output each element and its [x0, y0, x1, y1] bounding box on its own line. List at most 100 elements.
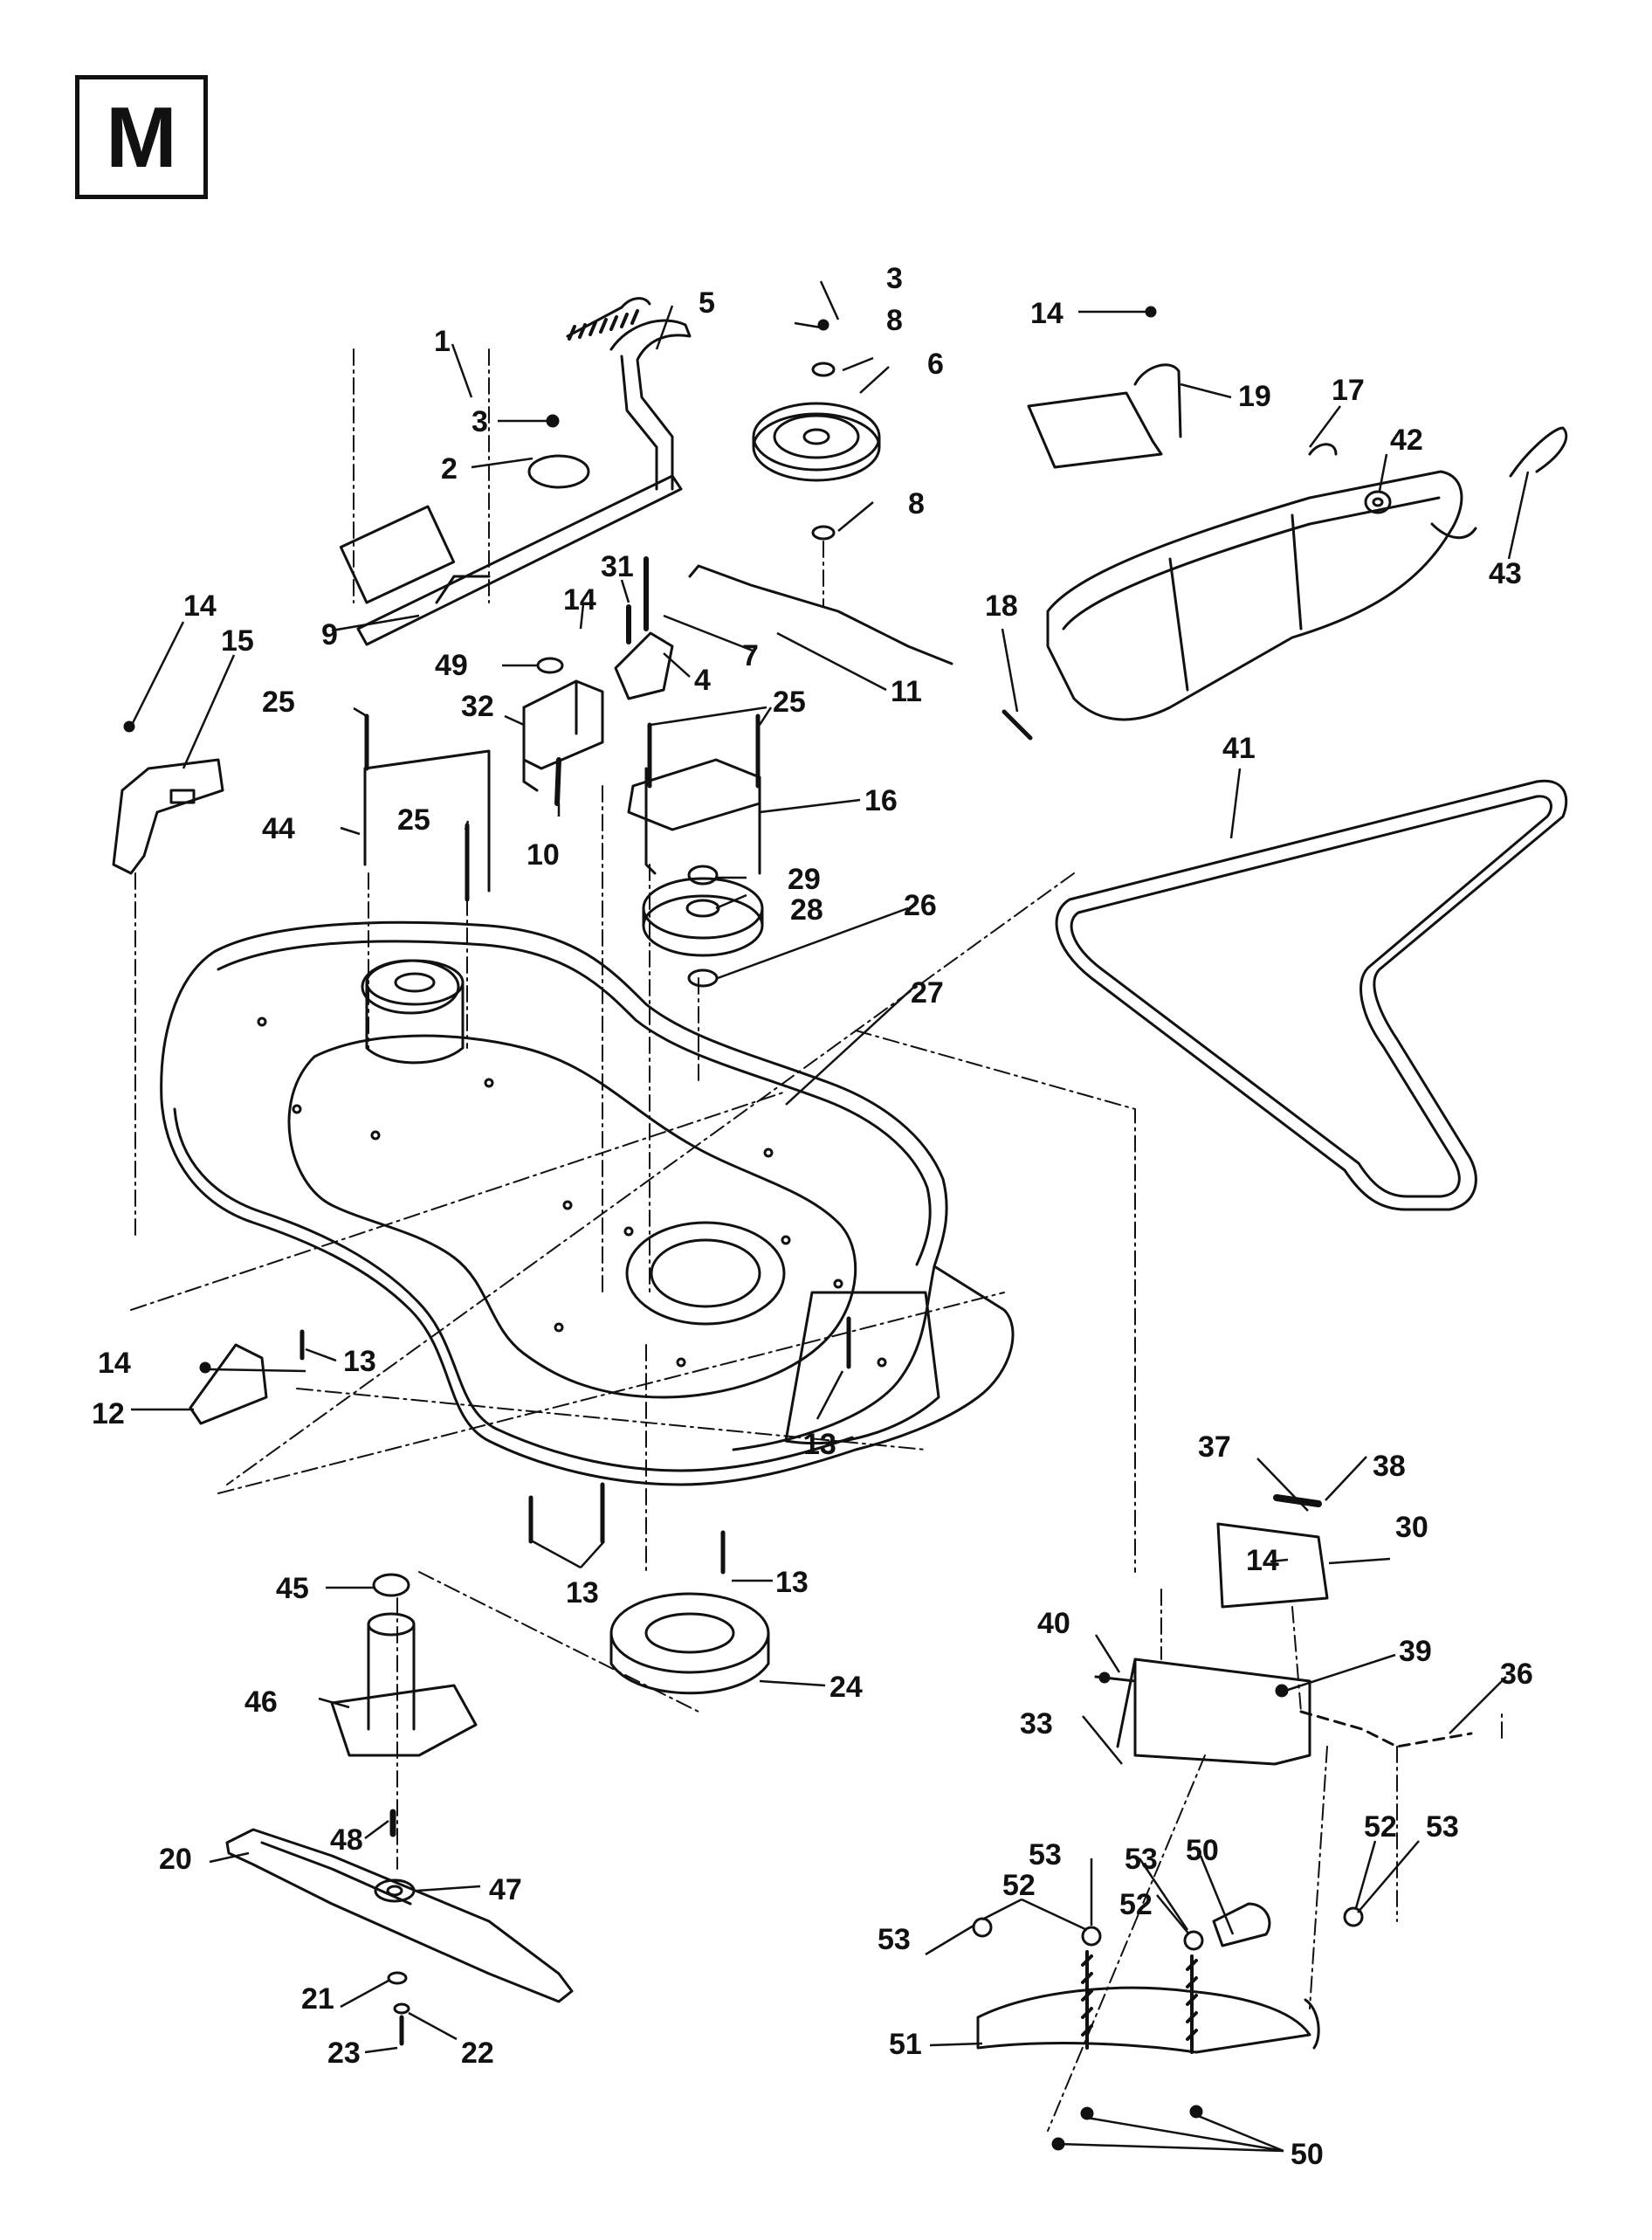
mounting-bracket — [522, 604, 631, 806]
callout-17: 17 — [1332, 374, 1365, 407]
callout-28: 28 — [790, 893, 823, 927]
callout-52: 52 — [1002, 1869, 1036, 1902]
callout-14: 14 — [183, 589, 217, 623]
mower-blade — [225, 1828, 574, 2003]
callout-25: 25 — [262, 686, 295, 719]
callout-8: 8 — [908, 487, 925, 520]
washer-42 — [1364, 490, 1392, 514]
callout-11: 11 — [891, 675, 922, 708]
callout-13: 13 — [775, 1566, 809, 1599]
callout-42: 42 — [1390, 424, 1423, 457]
chute-springs — [1081, 1950, 1198, 2054]
callout-15: 15 — [221, 624, 254, 658]
section-letter: M — [106, 89, 177, 185]
callout-50: 50 — [1291, 2138, 1324, 2171]
callout-7: 7 — [742, 639, 759, 672]
clevis-pin — [1002, 709, 1033, 741]
callout-53: 53 — [1426, 1810, 1459, 1844]
chute-washers — [972, 1906, 1364, 2151]
callout-36: 36 — [1500, 1658, 1533, 1691]
mounting-ring — [609, 1592, 770, 1695]
callout-29: 29 — [788, 863, 821, 896]
callout-49: 49 — [435, 649, 468, 682]
idler-bracket — [627, 713, 761, 875]
callout-5: 5 — [699, 286, 715, 320]
callout-30: 30 — [1395, 1511, 1428, 1544]
callout-40: 40 — [1037, 1607, 1070, 1640]
callout-labels: 1 2 3 3 4 5 6 7 8 8 9 10 11 12 13 13 13 … — [92, 262, 1533, 2171]
callout-14: 14 — [98, 1347, 131, 1380]
callout-6: 6 — [927, 348, 944, 381]
belt-guide-rod — [688, 564, 953, 665]
callout-52: 52 — [1364, 1810, 1397, 1844]
callout-24: 24 — [829, 1671, 863, 1704]
callout-19: 19 — [1238, 380, 1271, 413]
callout-50: 50 — [1186, 1834, 1219, 1867]
callout-16: 16 — [864, 784, 898, 817]
callout-38: 38 — [1373, 1450, 1406, 1483]
callout-3: 3 — [886, 262, 903, 295]
alignment-lines — [130, 348, 1503, 2132]
hairpin-clip — [1509, 426, 1568, 478]
callout-39: 39 — [1399, 1635, 1432, 1668]
callout-20: 20 — [159, 1843, 192, 1876]
callout-13: 13 — [566, 1576, 599, 1609]
callout-13: 13 — [803, 1428, 836, 1461]
lever-arm — [609, 319, 692, 491]
belt-guard — [363, 713, 491, 902]
callout-46: 46 — [244, 1685, 278, 1719]
callout-47: 47 — [489, 1873, 522, 1906]
callout-9: 9 — [321, 618, 338, 651]
callout-41: 41 — [1222, 732, 1256, 765]
callout-14: 14 — [1030, 297, 1063, 330]
drive-belt — [1055, 779, 1568, 1211]
callout-53: 53 — [878, 1923, 911, 1956]
pivot-bracket — [614, 556, 674, 700]
chute-deflector — [976, 1902, 1320, 2054]
callout-12: 12 — [92, 1397, 125, 1430]
deck-hanger-frame — [1027, 306, 1477, 721]
callout-45: 45 — [276, 1572, 309, 1605]
callout-48: 48 — [330, 1823, 363, 1857]
callout-14: 14 — [563, 583, 596, 617]
callout-21: 21 — [301, 1982, 334, 2016]
idler-arm-assembly — [339, 414, 683, 646]
callout-52: 52 — [1119, 1888, 1153, 1921]
small-bracket — [189, 1343, 268, 1425]
discharge-chute — [1094, 1494, 1473, 1766]
callout-3: 3 — [472, 405, 488, 438]
callout-53: 53 — [1125, 1843, 1158, 1876]
callout-14: 14 — [1246, 1544, 1279, 1577]
spindle-assembly — [330, 1573, 478, 1837]
callout-1: 1 — [434, 325, 451, 358]
extension-spring — [566, 297, 651, 341]
section-label-box: M — [75, 75, 208, 199]
mower-deck-housing — [160, 920, 1015, 1486]
callout-33: 33 — [1020, 1707, 1053, 1740]
callout-37: 37 — [1198, 1430, 1231, 1464]
callout-32: 32 — [461, 690, 494, 723]
callout-25: 25 — [773, 686, 806, 719]
deflector-bracket-left — [112, 720, 224, 875]
blade-bolt — [387, 1971, 410, 2046]
callout-27: 27 — [911, 976, 944, 1010]
callout-18: 18 — [985, 589, 1018, 623]
callout-22: 22 — [461, 2037, 494, 2070]
callout-25: 25 — [397, 803, 430, 837]
callout-8: 8 — [886, 304, 903, 337]
v-idler-pulley — [642, 865, 764, 988]
bolts-13 — [299, 1316, 851, 1575]
callout-10: 10 — [527, 838, 560, 872]
callout-51: 51 — [889, 2028, 922, 2061]
callout-26: 26 — [904, 889, 937, 922]
callout-53: 53 — [1029, 1838, 1062, 1871]
callout-23: 23 — [327, 2037, 361, 2070]
callout-43: 43 — [1489, 557, 1522, 590]
callout-2: 2 — [441, 452, 458, 486]
callout-44: 44 — [262, 812, 295, 845]
deck-spindle — [365, 959, 465, 1065]
callout-4: 4 — [694, 664, 711, 697]
flat-idler-pulley — [752, 319, 881, 541]
